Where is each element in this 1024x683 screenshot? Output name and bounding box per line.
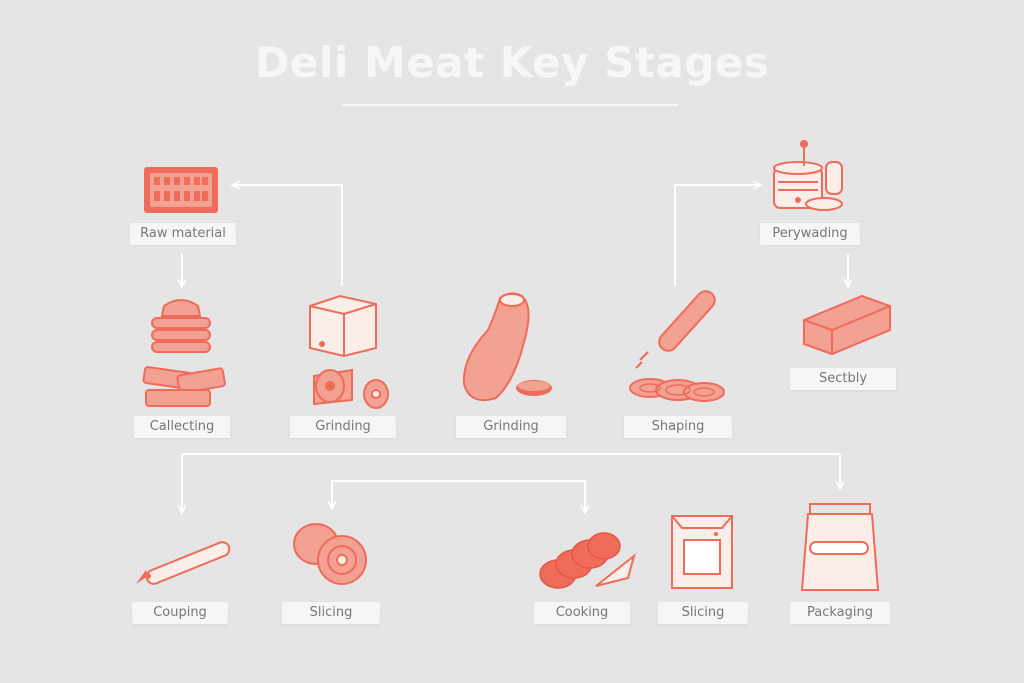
cooked-slices-icon — [539, 532, 636, 589]
packaging-bag-icon — [800, 503, 880, 591]
stage-label-perywading: Perywading — [760, 223, 860, 245]
stage-label-cooking: Cooking — [534, 602, 630, 624]
salami-slices-icon — [629, 290, 725, 402]
stage-label-grinding-1: Grinding — [290, 416, 396, 438]
title-divider — [342, 104, 678, 106]
arrow-slicing-bracket — [331, 480, 585, 512]
sliced-rounds-icon — [293, 523, 367, 585]
stage-label-couping: Couping — [132, 602, 228, 624]
stacked-meat-icon — [142, 299, 226, 407]
stage-label-slicing-2: Slicing — [658, 602, 748, 624]
stage-label-slicing-1: Slicing — [282, 602, 380, 624]
pen-stick-icon — [136, 541, 231, 585]
meat-brick-icon — [803, 294, 891, 356]
arrow-to-raw-material — [233, 185, 343, 286]
stage-label-grinding-2: Grinding — [456, 416, 566, 438]
sausage-casing-icon — [462, 292, 552, 402]
stage-label-callecting: Callecting — [134, 416, 230, 438]
raw-material-box-icon — [144, 167, 218, 213]
meat-block-icon — [309, 294, 389, 409]
stage-label-shaping: Shaping — [624, 416, 732, 438]
diagram-title: Deli Meat Key Stages — [254, 38, 770, 87]
stage-label-raw-material: Raw material — [130, 223, 236, 245]
containers-icon — [773, 140, 843, 211]
stage-label-packaging: Packaging — [790, 602, 890, 624]
stage-label-sectbly: Sectbly — [790, 368, 896, 390]
package-box-icon — [671, 515, 733, 589]
arrow-to-perywading — [674, 185, 760, 286]
